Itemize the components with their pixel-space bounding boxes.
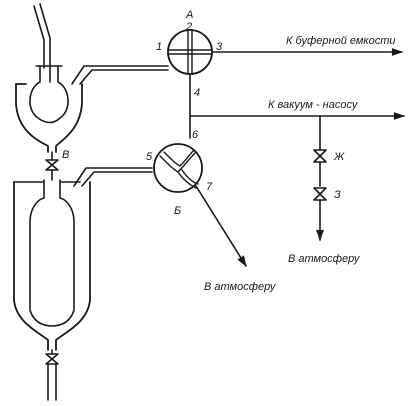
atmosphere-label-bottom: В атмосферу <box>204 281 277 293</box>
port-2-label: 2 <box>185 21 192 33</box>
port-7-label: 7 <box>206 181 213 193</box>
valve-a-label: А <box>185 9 193 21</box>
upper-vessel <box>15 3 169 153</box>
port-6-label: 6 <box>192 129 199 141</box>
port-3-label: 3 <box>216 41 223 53</box>
atmosphere-label-right: В атмосферу <box>288 253 361 265</box>
valve-b <box>153 143 247 267</box>
labels: А 2 1 3 4 6 5 7 Б В Ж З К буферной емкос… <box>62 9 396 293</box>
valve-zh-label: Ж <box>333 151 345 163</box>
port-5-label: 5 <box>146 151 153 163</box>
lower-vessel <box>13 167 153 401</box>
vacuum-line <box>189 112 406 242</box>
valve-z-label: З <box>334 189 341 201</box>
vacuum-destination-label: К вакуум - насосу <box>268 99 359 111</box>
port-1-label: 1 <box>156 41 162 53</box>
valve-v-label: В <box>62 149 69 161</box>
valve-b-label: Б <box>174 205 181 217</box>
valve-a <box>167 29 404 139</box>
valve-v <box>45 151 59 181</box>
buffer-destination-label: К буферной емкости <box>286 35 396 47</box>
port-4-label: 4 <box>194 87 200 99</box>
